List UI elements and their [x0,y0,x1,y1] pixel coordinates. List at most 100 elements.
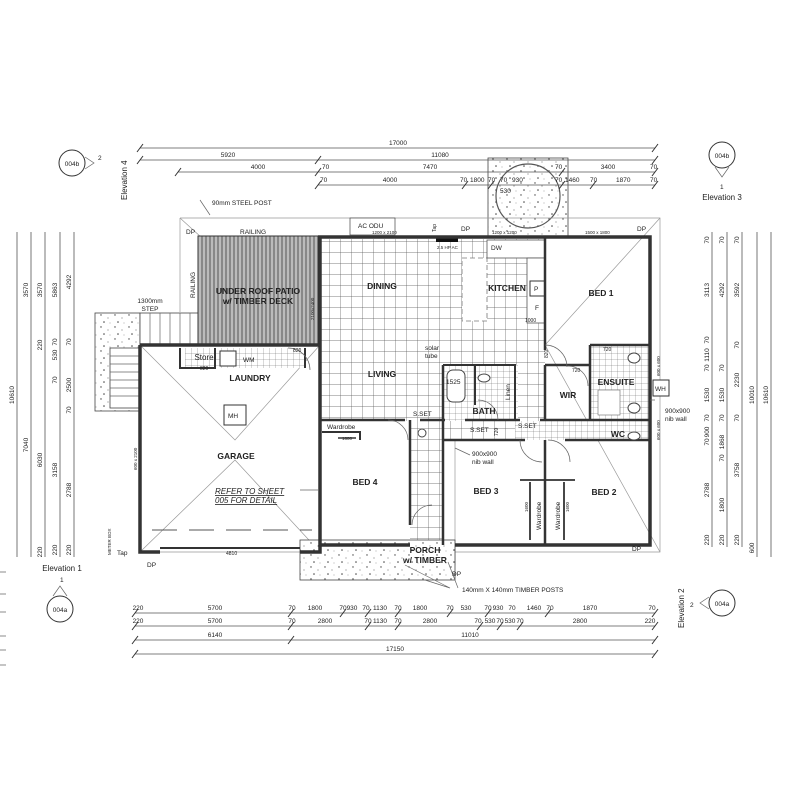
note: RAILING [190,272,197,298]
dim-label: 17000 [389,140,407,147]
dim-label: 3592 [734,282,741,297]
dim-label: 70 [516,618,524,625]
dim-label: 5700 [208,605,223,612]
room-wir: WIR [560,390,577,400]
note: 720 [603,347,612,353]
dim-label: 220 [719,534,726,545]
dim-label: 1800 [413,605,428,612]
elevation-label: Elevation 4 [120,160,129,200]
elevation-marker-4[interactable]: 004b 2 Elevation 4 [58,149,129,200]
dim-label: 530 [461,605,472,612]
dim-label: 70 [555,164,563,171]
dim-label: 70 [704,414,711,422]
dim-label: 11010 [461,632,479,639]
elevation-num: 1 [60,577,64,584]
dim-label: 930 [347,605,358,612]
bottom-dimensions [131,608,659,659]
dim-label: 1868 [719,434,726,449]
elevation-ref: 004a [53,607,68,614]
dim-label: 70 [719,454,726,462]
room-bath: BATH [473,406,496,416]
note: 1000 [525,318,536,324]
note: 1200 x 1200 [492,230,517,235]
dim-label: 4292 [66,274,73,289]
note: nib wall [665,416,687,423]
dim-label: 5700 [208,618,223,625]
dim-label: 220 [37,546,44,557]
note: 720 [494,427,500,436]
dim-label: 1800 [308,605,323,612]
dim-label: 70 [496,618,504,625]
right-dimension-labels: 7031137011107015307090070278822070429270… [704,236,770,553]
note: WH [655,386,666,393]
dim-label: 70 [648,605,656,612]
dim-label: 10610 [9,386,16,404]
skylight [487,157,569,237]
elevation-marker-3[interactable]: 004b 1 Elevation 3 [702,141,742,202]
dim-label: 530 [485,618,496,625]
dim-label: 2230 [734,372,741,387]
dim-label: 70 [66,406,73,414]
left-dimension-labels: 1061035707040357022060302205863705307031… [9,274,73,557]
leader-lines [199,199,655,589]
wh-unit [652,379,670,397]
patio-deck [197,235,319,346]
dim-label: 4000 [251,164,266,171]
dim-label: 70 [704,364,711,372]
elevation-marker-1[interactable]: Elevation 1 1 004a [42,564,82,623]
elevation-marker-2[interactable]: 004a 2 Elevation 2 [677,588,736,628]
note: Wardrobe [555,501,562,530]
dim-label: 10010 [749,386,756,404]
dim-label: 70 [719,236,726,244]
refer-note: 005 FOR DETAIL [215,496,277,505]
dim-label: 70 [704,438,711,446]
right-dimensions [711,232,772,557]
note: Wardrobe [536,501,543,530]
dim-label: 70 [394,605,402,612]
elevation-label: Elevation 3 [702,193,742,202]
dim-label: 220 [704,534,711,545]
elevation-num: 2 [690,602,694,609]
dim-label: 930 [493,605,504,612]
dim-label: 1130 [373,618,387,625]
note: 900x900 [472,451,497,458]
dim-label: 70 [52,376,59,384]
refer-note: REFER TO SHEET [215,487,285,496]
note: S.SET [413,411,432,418]
dim-label: 1110 [704,348,711,362]
dim-label: 900 [704,426,711,437]
elevation-ref: 004b [65,161,80,168]
annotations: 90mm STEEL POST RAILING RAILING 1300mm S… [107,200,690,594]
elevation-label: Elevation 1 [42,564,82,573]
dim-label: 3158 [52,462,59,477]
dim-label: 530 [505,618,516,625]
elevation-ref: 004b [715,153,730,160]
dim-label: 70 [288,605,296,612]
dim-label: 70 [500,177,508,184]
note: 4810 [226,551,237,557]
doors[interactable] [287,344,589,526]
note: METER BOX [107,528,112,555]
dim-label: 3570 [23,282,30,297]
note: 600 x 2100 [133,447,138,470]
elevation-ref: 004a [715,601,730,608]
dim-label: 70 [555,177,563,184]
dim-label: 70 [364,618,372,625]
room-porch-sub: w/ TIMBER [402,555,447,565]
dim-label: 70 [484,605,492,612]
dim-label: 70 [734,341,741,349]
dim-label: 3570 [37,282,44,297]
note: STEP [142,306,159,313]
dim-label: 11080 [431,152,449,159]
dim-label: 70 [650,177,658,184]
dim-label: 70 [734,236,741,244]
dim-label: 6140 [208,632,223,639]
room-bed2: BED 2 [591,487,616,497]
left-dimensions [16,232,75,557]
dim-label: 1800 [470,177,485,184]
dim-label: 70 [508,605,516,612]
dim-label: 70 [488,177,496,184]
dim-label: 220 [37,339,44,350]
dim-label: 70 [460,177,468,184]
